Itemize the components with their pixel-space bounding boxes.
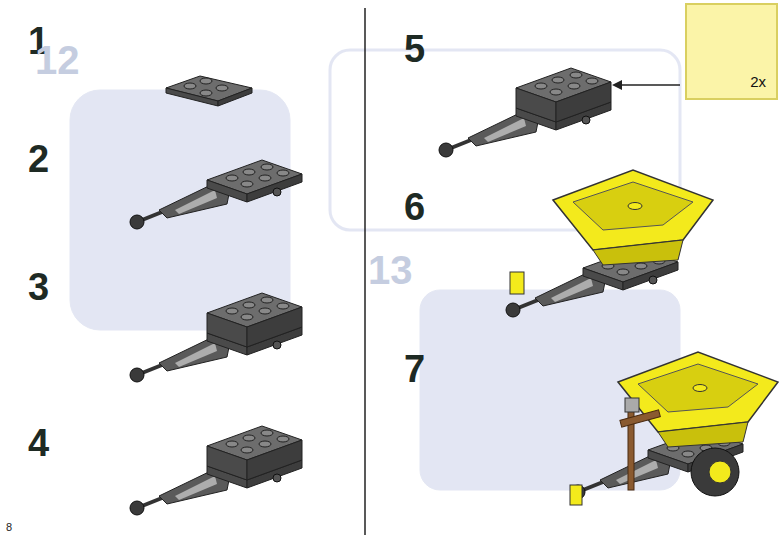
step-number: 2 [28, 140, 49, 178]
quantity-label: 2x [750, 73, 766, 90]
step-number: 7 [404, 350, 425, 388]
watermark: 13 [368, 250, 413, 290]
step-number: 6 [404, 188, 425, 226]
step-number: 3 [28, 268, 49, 306]
callout-box: 2x [685, 3, 778, 100]
step-number: 4 [28, 424, 49, 462]
watermark: 12 [35, 40, 80, 80]
page-number: 8 [6, 522, 12, 533]
step-number: 5 [404, 30, 425, 68]
